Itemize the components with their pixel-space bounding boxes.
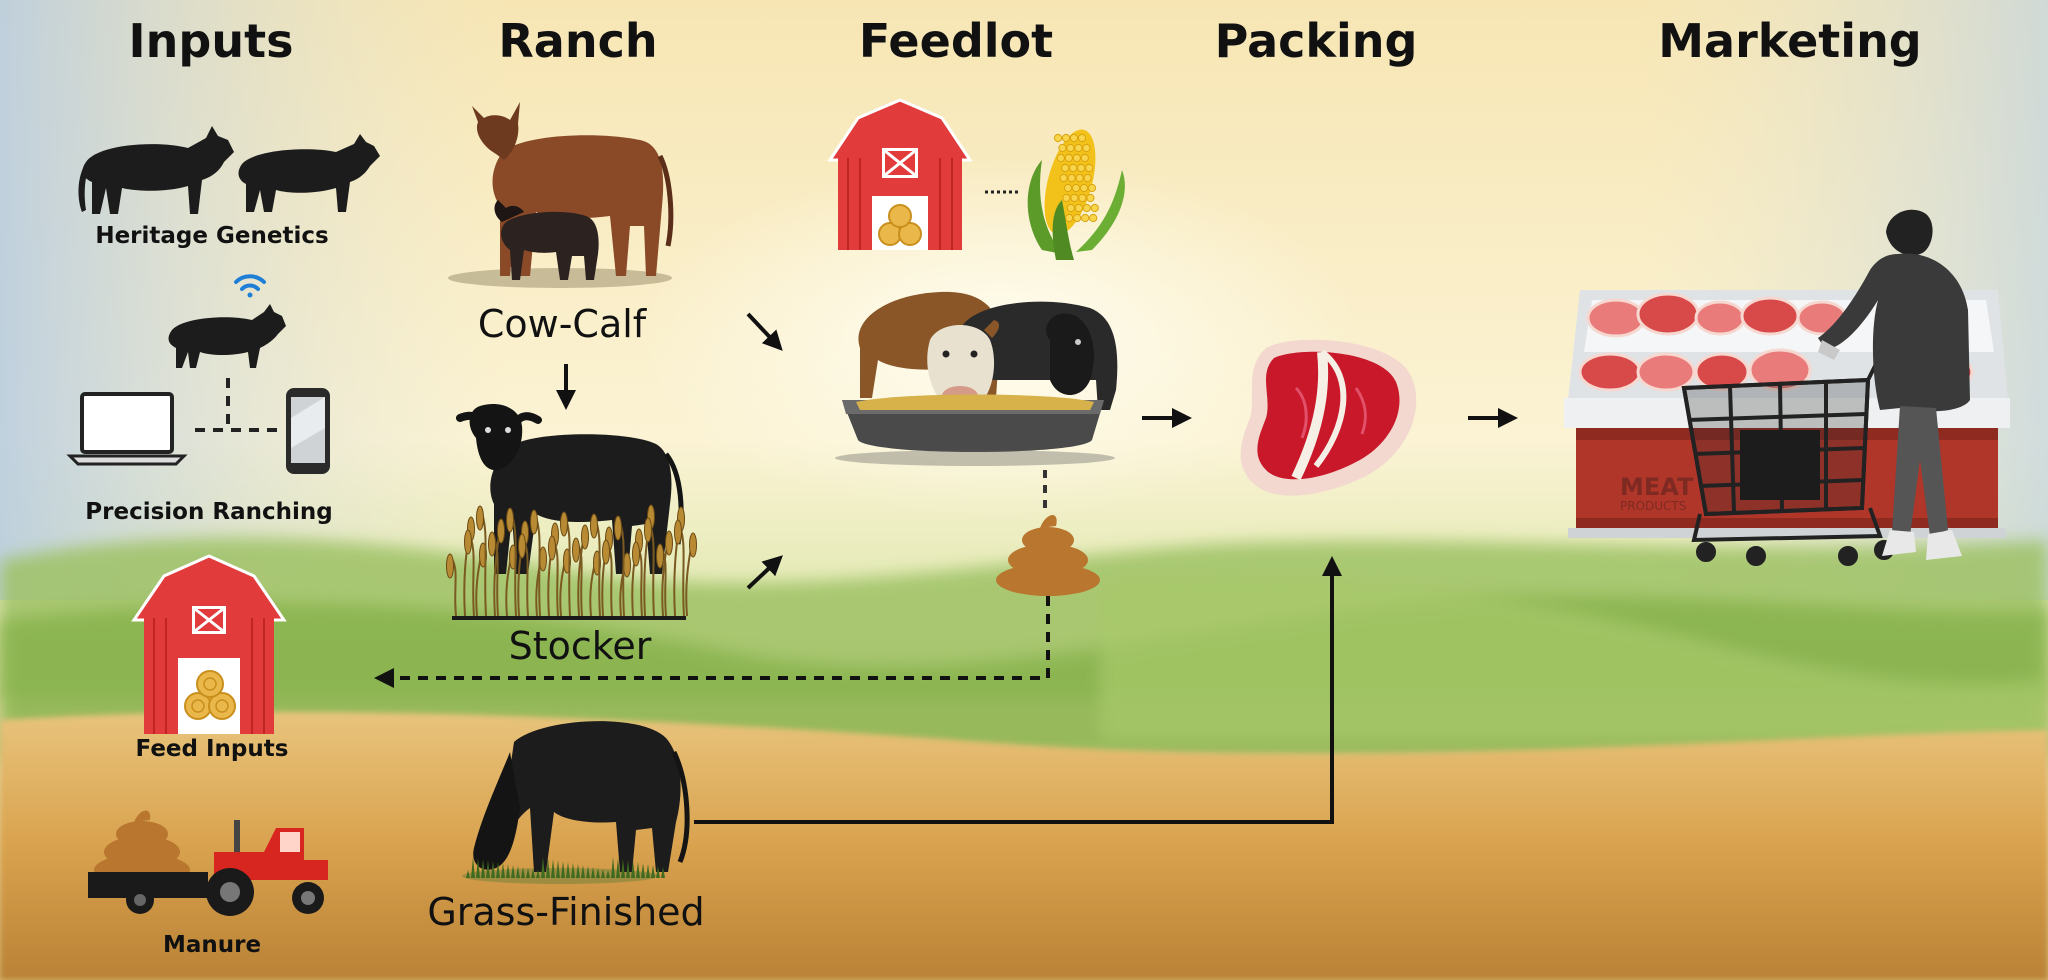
arrow-cow-calf-to-feedlot — [746, 312, 783, 351]
manure-tractor-icon — [88, 810, 328, 916]
feed-inputs-barn-icon — [131, 554, 287, 734]
label-cow-calf: Cow-Calf — [477, 302, 647, 346]
label-grass-finished: Grass-Finished — [427, 890, 705, 934]
label-heritage-genetics: Heritage Genetics — [95, 223, 329, 249]
feedlot-cattle-trough-icon — [835, 291, 1118, 466]
stage-header-ranch: Ranch — [498, 14, 658, 68]
wheat-patch — [446, 504, 697, 617]
arrow-stocker-to-feedlot — [746, 555, 783, 590]
precision-ranching-icon — [66, 274, 330, 474]
stocker-icon — [446, 404, 697, 620]
wifi-icon — [234, 274, 266, 298]
label-manure: Manure — [162, 932, 262, 958]
meat-cuts — [1578, 292, 1974, 392]
case-sign-line1: MEAT — [1620, 473, 1694, 501]
feedlot-barn-icon — [827, 98, 973, 250]
stage-header-inputs: Inputs — [128, 14, 294, 68]
manure-return-line — [390, 596, 1050, 680]
laptop-icon — [66, 392, 188, 466]
shopper-icon — [1818, 209, 1970, 560]
t-bone-steak-icon — [1240, 339, 1417, 496]
label-feed-inputs: Feed Inputs — [135, 736, 289, 762]
stage-header-feedlot: Feedlot — [858, 14, 1054, 68]
heritage-genetics-icon — [78, 126, 380, 214]
corn-icon — [1027, 129, 1125, 260]
arrow-grass-finished-to-packing — [694, 556, 1342, 824]
label-stocker: Stocker — [508, 624, 652, 668]
feedlot-manure-icon — [996, 514, 1100, 596]
stage-header-packing: Packing — [1214, 14, 1418, 68]
label-precision-ranching: Precision Ranching — [85, 499, 333, 525]
stage-header-marketing: Marketing — [1658, 14, 1922, 68]
smartphone-icon — [286, 388, 330, 474]
cow-calf-icon — [448, 102, 674, 288]
grass-finished-icon — [462, 721, 690, 884]
shopping-cart-icon — [1681, 351, 1894, 566]
grass-patch — [466, 857, 665, 878]
case-sign-line2: PRODUCTS — [1620, 499, 1686, 513]
